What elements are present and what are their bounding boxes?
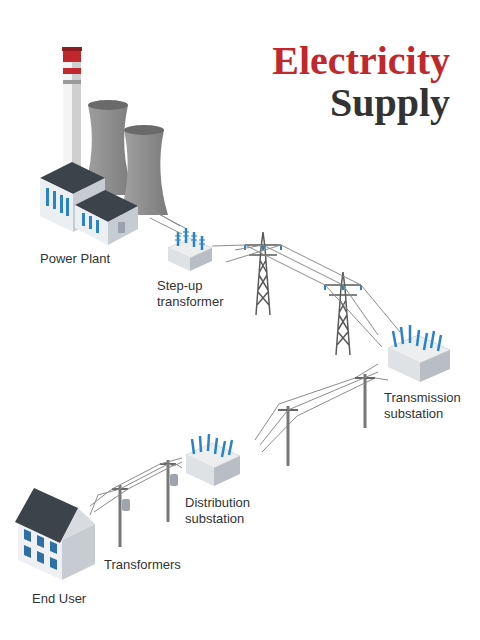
power-wire [90,458,182,506]
equipment-node: Transmission substation [378,325,464,422]
substation-side [420,350,450,382]
power-wire [145,206,180,226]
transmission-tower [245,232,281,315]
pole-transformer [122,499,130,511]
house-roof [15,488,78,543]
power-line [155,212,185,228]
equipment-node: Distribution substation [182,432,260,527]
transformer-side [168,248,190,271]
equipment-node: End User [12,497,90,607]
building-window [66,198,69,216]
insulator [192,434,232,457]
insulator-fins [175,232,205,244]
house-window [50,541,57,554]
building-wall [75,205,108,245]
pole [287,406,290,466]
equipment-node: Transformers [98,455,174,573]
step-up-transformer-illustration [168,228,212,271]
power-plant-illustration [40,47,168,245]
equipment-label: Transformers [104,557,174,573]
chimney-cap [62,47,82,51]
insulator [178,228,202,250]
building-window [89,216,92,229]
transformer-side [190,248,212,271]
power-wire [94,464,182,512]
building-door [118,222,125,233]
substation-side [186,455,214,486]
power-wire [150,218,182,234]
tower-lattice [325,272,361,355]
diagram-title: Electricity Supply [235,40,450,124]
equipment-label: Transmission substation [384,390,464,422]
power-line [260,372,378,445]
distribution-substation-illustration [186,434,240,486]
power-wire [226,245,400,332]
transmission-tower [325,272,361,355]
power-line [235,245,378,335]
substation-side [214,456,240,486]
insulator [325,285,361,290]
pole-transformers-illustration [90,458,182,547]
power-wire [145,206,400,452]
building-wall [108,206,138,245]
transmission-substation-illustration [388,325,450,382]
power-wire [262,378,388,452]
equipment-label: Distribution substation [185,495,260,527]
building-window [53,191,56,209]
house-illustration [15,488,95,580]
crossarm [278,409,298,411]
equipment-node: Power Plant [35,45,155,267]
house-window [37,551,44,564]
cooling-tower-top [124,125,164,135]
cooling-tower-top [88,100,128,110]
building-window [96,220,99,233]
power-line [174,462,182,466]
power-line [90,495,98,515]
house-window [50,557,57,570]
building-window [60,195,63,213]
chimney-stripe [63,80,81,84]
insulator [393,325,441,351]
power-wire [212,245,382,347]
power-wire [255,364,378,440]
substation-side [388,348,420,382]
pole [167,460,170,522]
tower-lattice [245,232,281,315]
utility-pole [278,374,375,466]
equipment-node: Step-up transformer [157,228,235,310]
house-window [24,529,31,542]
equipment-label: End User [32,591,90,607]
chimney-stripe [63,51,81,62]
building-window [82,213,85,226]
building-window [46,188,49,206]
house-window [24,545,31,558]
house-window [37,535,44,548]
crossarm [355,377,375,379]
building-wall [40,178,73,232]
pole [364,374,367,428]
equipment-label: Step-up transformer [157,278,235,310]
pole-transformer [170,474,178,486]
power-wire [98,464,174,495]
equipment-label: Power Plant [40,251,155,267]
chimney-stripe [63,68,81,74]
